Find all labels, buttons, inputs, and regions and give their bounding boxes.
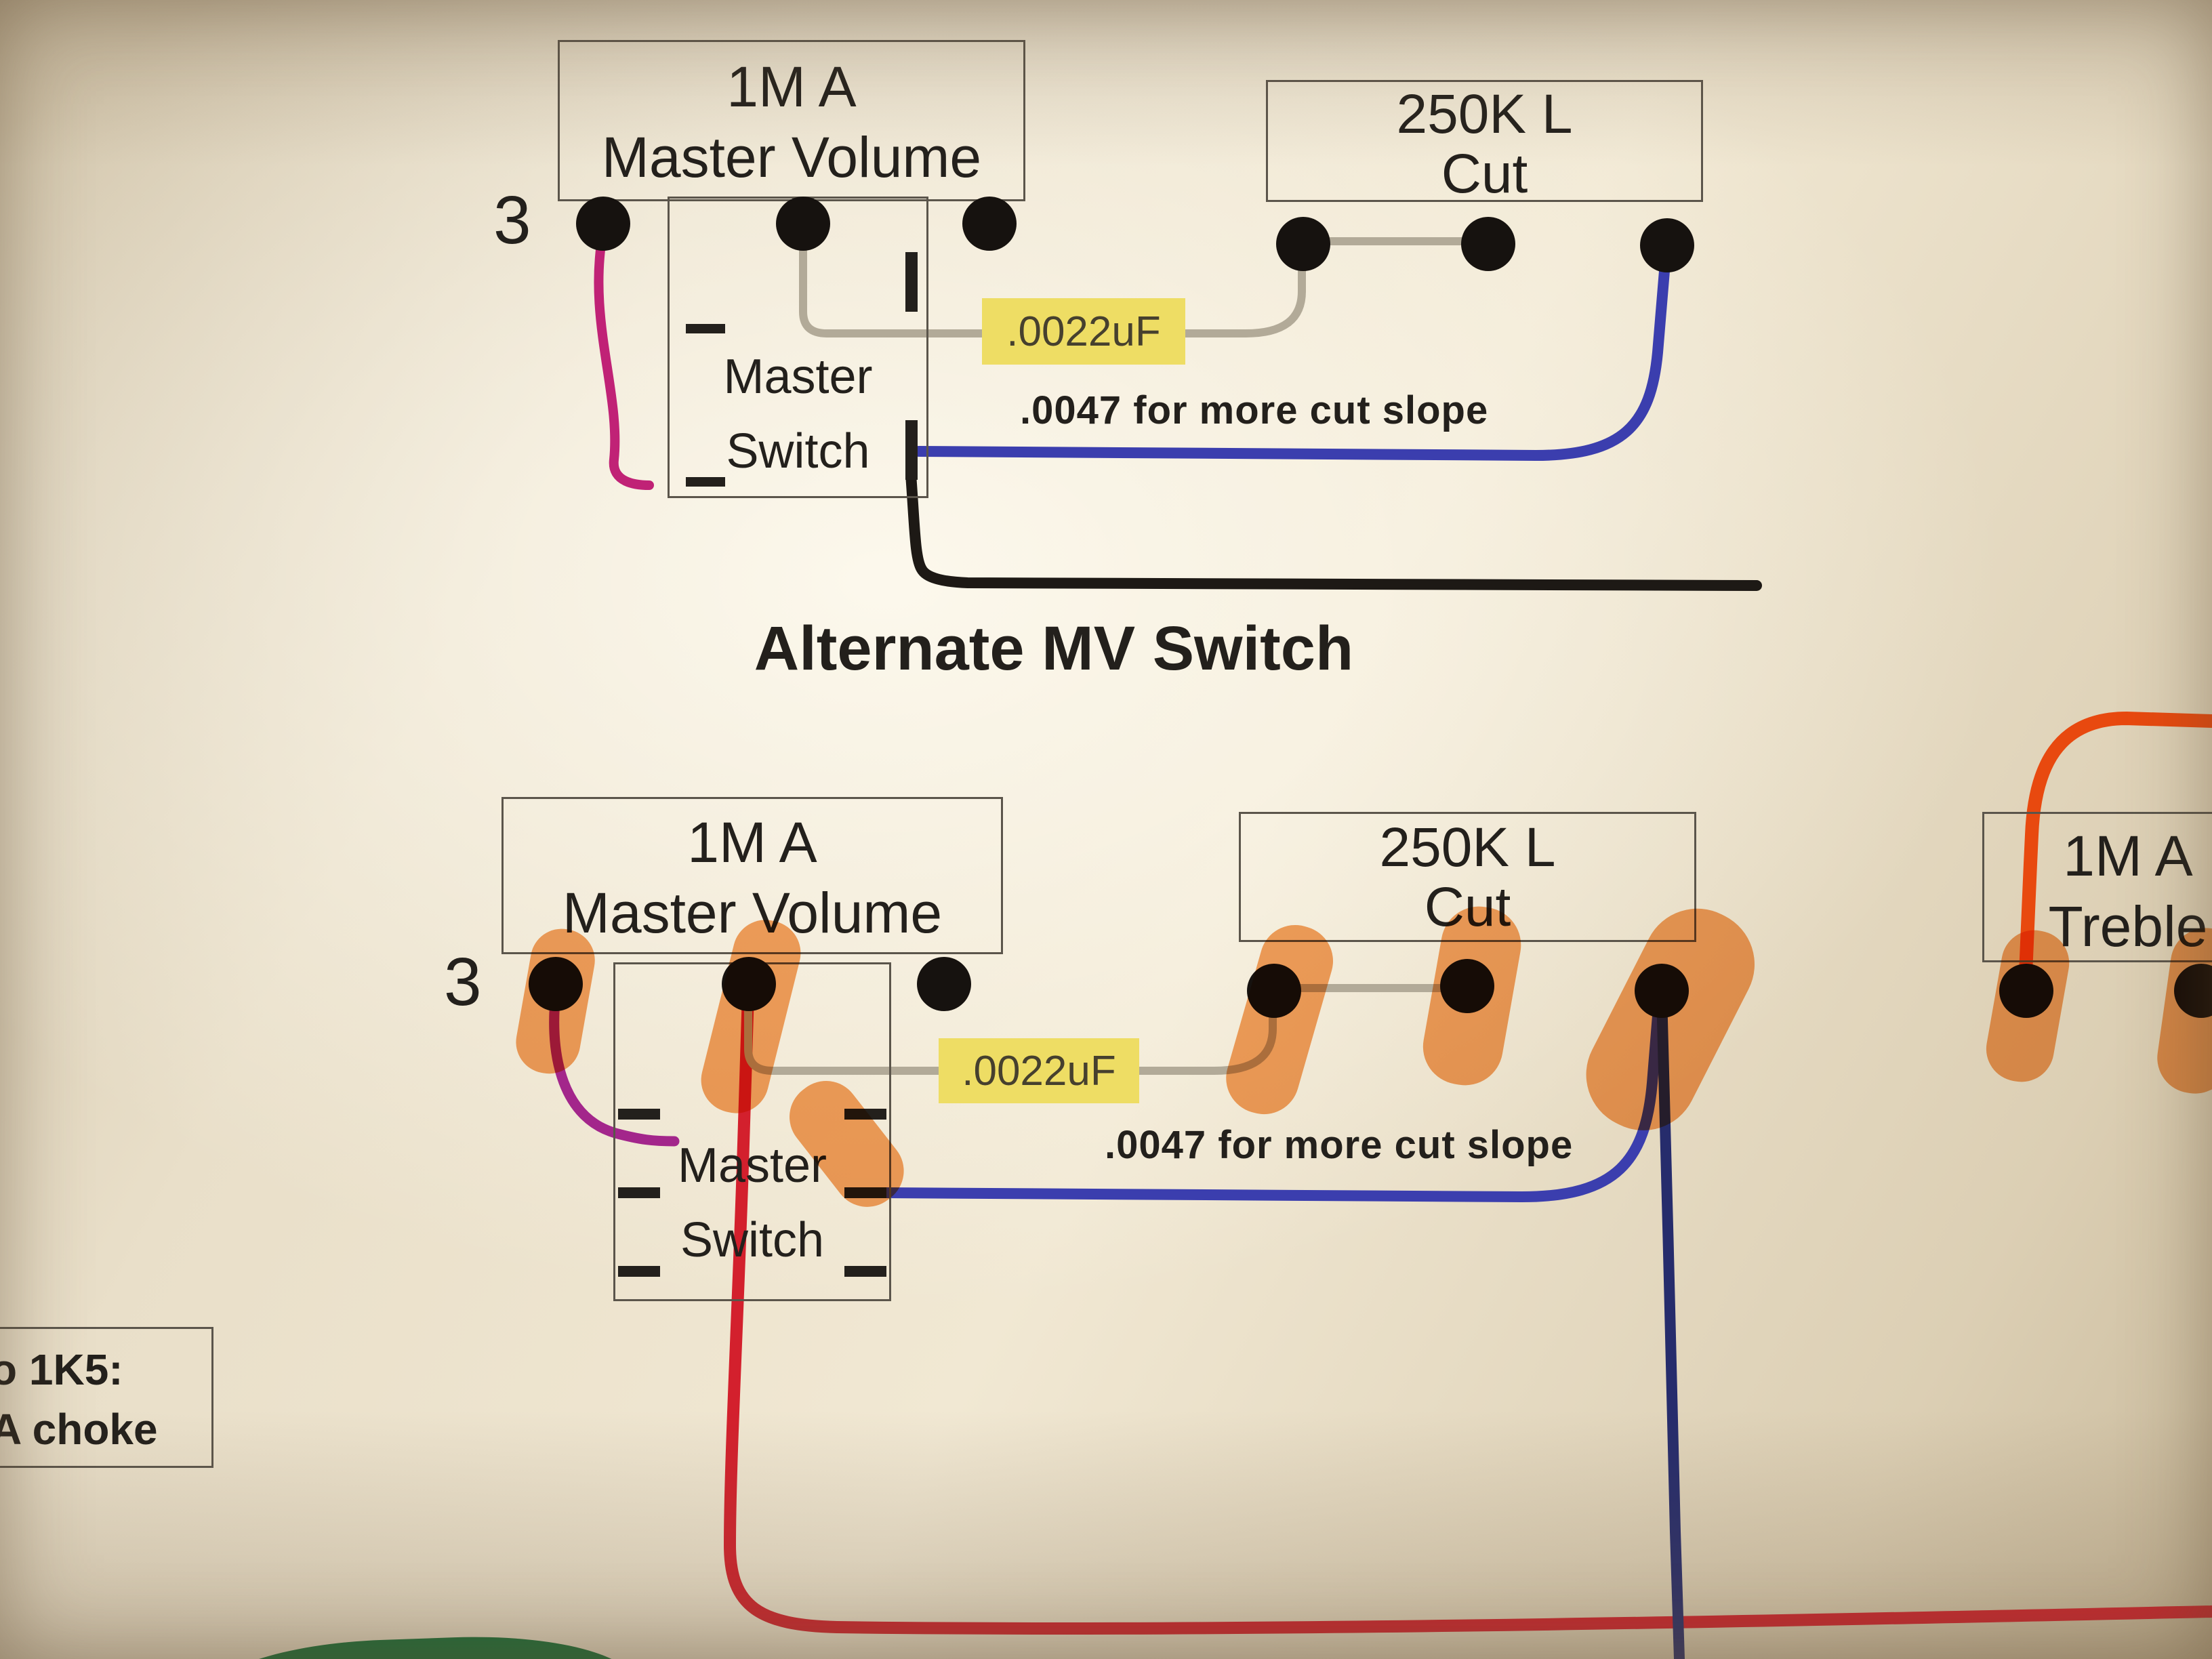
bottom-mv-terminal-3	[917, 957, 971, 1011]
switch-label-line2: Switch	[680, 1213, 825, 1267]
top-cut-pot-label-box: 250K L Cut	[1266, 80, 1703, 205]
pot-name: Master Volume	[601, 125, 982, 189]
gray-wire-top-cap	[799, 233, 1306, 337]
switch-contact-bar	[618, 1187, 660, 1198]
highlighter-mark	[1986, 930, 2070, 1082]
red-wire-bottom	[724, 987, 2212, 1635]
switch-label-line2: Switch	[726, 424, 870, 478]
top-cut-terminal-1	[1276, 217, 1330, 271]
highlighter-mark	[2157, 928, 2212, 1094]
highlighter-mark	[701, 920, 801, 1113]
corner-note-line2: A choke	[0, 1405, 158, 1454]
pot-value: 1M A	[726, 55, 857, 119]
switch-label-line1: Master	[723, 350, 873, 404]
switch-contact-bar	[905, 252, 918, 312]
black-wire-top	[905, 469, 1762, 591]
top-cap-alternative-note: .0047 for more cut slope	[1020, 388, 1489, 432]
pot-value: 250K L	[1379, 817, 1556, 878]
top-capacitor-label: .0022uF	[982, 298, 1185, 365]
highlighter-mark	[790, 1081, 904, 1207]
pot-name: Cut	[1441, 143, 1528, 205]
switch-contact-bar	[905, 420, 918, 480]
highlighter-mark	[1586, 908, 1755, 1130]
top-mv-terminal-2	[776, 197, 830, 251]
bottom-capacitor-label: .0022uF	[939, 1038, 1139, 1103]
corner-choke-note-box: o 1K5: A choke	[0, 1327, 213, 1468]
highlighter-mark	[1422, 906, 1521, 1086]
top-mv-terminal-1	[576, 197, 630, 251]
switch-contact-bar	[618, 1109, 660, 1120]
switch-contact-bar	[618, 1266, 660, 1277]
top-master-switch-box: Master Switch	[668, 197, 928, 498]
corner-note-line1: o 1K5:	[0, 1345, 123, 1394]
switch-label-line1: Master	[677, 1139, 827, 1193]
bottom-master-switch-box: Master Switch	[613, 962, 891, 1301]
pot-value: 1M A	[687, 811, 817, 874]
top-cut-terminal-2	[1461, 217, 1515, 271]
switch-contact-bar	[686, 477, 725, 487]
pot-value: 1M A	[2063, 824, 2193, 888]
switch-contact-bar	[844, 1266, 886, 1277]
highlighter-mark	[1226, 924, 1334, 1115]
bottom-cap-alternative-note: .0047 for more cut slope	[1105, 1123, 1574, 1167]
top-mv-terminal-3	[962, 197, 1017, 251]
top-pin-3-label: 3	[493, 182, 531, 258]
switch-contact-bar	[686, 324, 725, 333]
pot-value: 250K L	[1396, 83, 1573, 145]
diagram-title: Alternate MV Switch	[754, 614, 1354, 683]
bottom-pin-3-label: 3	[444, 944, 482, 1020]
magenta-wire-top	[594, 227, 654, 490]
blue-wire-top	[914, 249, 1671, 461]
highlighter-mark	[516, 928, 595, 1074]
top-cut-terminal-3	[1640, 218, 1694, 272]
